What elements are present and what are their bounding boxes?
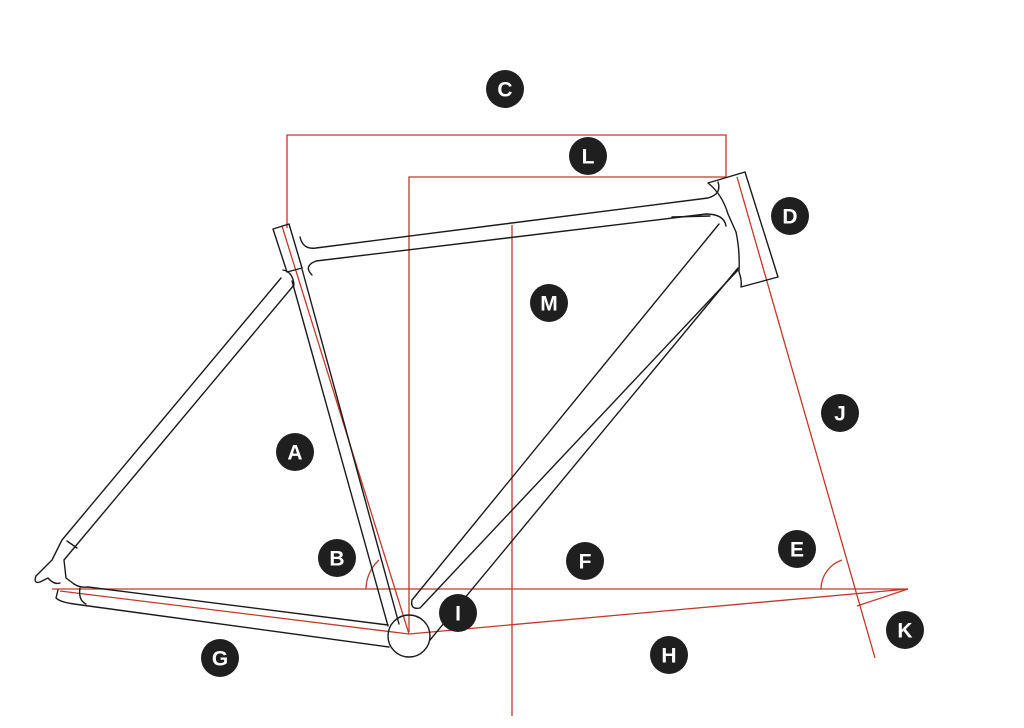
top-tube-lower-edge: [307, 213, 727, 276]
seat-stay-joint: [66, 540, 78, 549]
down-tube: [410, 223, 739, 610]
label-badge-c: C: [486, 70, 524, 108]
seat-stay-outer: [34, 277, 282, 585]
svg-text:D: D: [782, 206, 797, 229]
label-badges: C L D M J A E B: [201, 70, 924, 677]
measurement-guides: [52, 134, 909, 716]
svg-text:J: J: [834, 403, 846, 426]
svg-text:A: A: [287, 442, 302, 465]
label-badge-e: E: [778, 530, 816, 568]
svg-text:G: G: [212, 648, 228, 671]
guide-l-bracket: [408, 176, 727, 632]
top-tube: [299, 181, 720, 249]
chain-stay: [73, 583, 389, 626]
svg-text:H: H: [661, 645, 676, 668]
label-badge-a: A: [276, 433, 314, 471]
seat-stay: [63, 269, 295, 585]
head-tube: [707, 171, 779, 288]
label-badge-f: F: [566, 542, 604, 580]
guide-c-bracket: [286, 134, 727, 228]
guide-b-seat-angle-arc: [365, 559, 380, 590]
label-badge-d: D: [771, 197, 809, 235]
svg-text:K: K: [897, 620, 912, 643]
seat-collar: [272, 223, 303, 273]
guide-g-chainstay: [59, 590, 410, 635]
label-badge-h: H: [650, 636, 688, 674]
guide-k-offset: [856, 588, 909, 607]
guide-j-steering-axis: [736, 176, 876, 659]
svg-text:L: L: [582, 146, 595, 169]
label-badge-g: G: [201, 639, 239, 677]
down-tube-lower-edge: [429, 267, 739, 641]
svg-text:F: F: [579, 551, 592, 574]
guide-e-head-angle-arc: [820, 559, 843, 590]
seat-tube: [301, 268, 400, 625]
label-badge-k: K: [886, 611, 924, 649]
label-badge-b: B: [318, 539, 356, 577]
svg-text:C: C: [497, 79, 512, 102]
svg-text:I: I: [455, 603, 461, 626]
svg-text:E: E: [790, 539, 804, 562]
label-badge-j: J: [821, 394, 859, 432]
top-tube-lug: [671, 215, 711, 218]
chain-stay-lower: [55, 589, 390, 648]
svg-text:M: M: [540, 293, 558, 316]
label-badge-m: M: [530, 284, 568, 322]
guide-h-front-centre: [408, 588, 909, 635]
svg-text:B: B: [329, 548, 344, 571]
bike-frame: [34, 171, 779, 658]
chain-stay-dropout: [78, 587, 87, 605]
label-badge-i: I: [439, 594, 477, 632]
seat-tube-rear-edge: [291, 280, 389, 627]
label-badge-l: L: [569, 137, 607, 175]
bottom-bracket: [387, 614, 431, 658]
